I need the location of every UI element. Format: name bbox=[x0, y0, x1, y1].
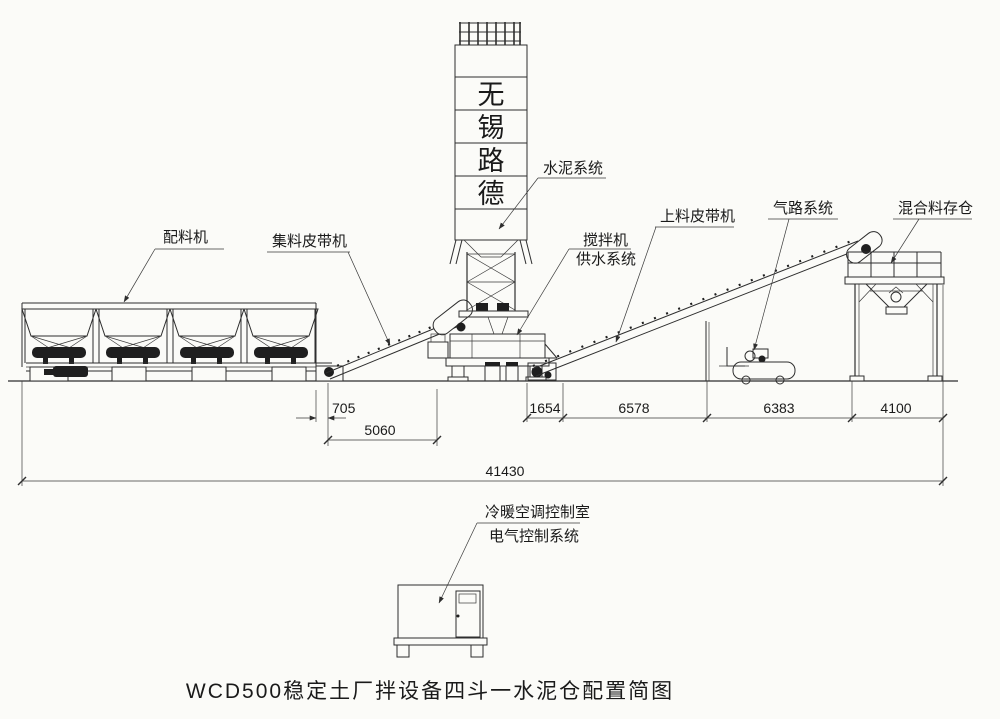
mixer-foot bbox=[447, 376, 469, 382]
diagram-title: WCD500稳定土厂拌设备四斗一水泥仓配置简图 bbox=[186, 680, 674, 703]
bin-hopper bbox=[865, 283, 928, 315]
batch-hopper-3 bbox=[169, 308, 245, 365]
label-mixer: 搅拌机 bbox=[583, 232, 628, 249]
silo-brand-char-4: 德 bbox=[478, 179, 505, 209]
mixer-pedestal bbox=[505, 365, 519, 382]
control-room-foot bbox=[470, 644, 484, 658]
water-pump-box bbox=[427, 341, 449, 359]
dim-1654: 1654 bbox=[529, 400, 560, 416]
callout-labels: 配料机 集料皮带机 水泥系统 搅拌机 供水系统 上料皮带机 气路系统 混合料存仓 bbox=[123, 160, 973, 351]
cement-screw-feeder bbox=[497, 303, 509, 311]
dim-5060: 5060 bbox=[364, 422, 395, 438]
dim-6383: 6383 bbox=[763, 400, 794, 416]
bin-valve bbox=[890, 291, 902, 303]
compressor-wheel bbox=[775, 375, 785, 385]
belt-drive-spout bbox=[44, 369, 54, 375]
control-room-cabin bbox=[397, 584, 484, 639]
silo-support-frame bbox=[466, 252, 516, 311]
mixer-pedestal bbox=[484, 365, 501, 382]
air-compressor bbox=[719, 347, 796, 385]
belt-pedestal bbox=[191, 366, 227, 382]
silo-brand-char-1: 无 bbox=[478, 80, 505, 110]
head-pulley bbox=[456, 322, 466, 332]
batching-machine bbox=[21, 302, 332, 382]
door-window bbox=[458, 593, 477, 604]
bin-foot bbox=[927, 375, 943, 382]
compressor-wheel bbox=[741, 375, 751, 385]
silo-top-railing bbox=[459, 22, 521, 45]
label-feeding-belt: 上料皮带机 bbox=[660, 208, 735, 225]
control-room: 冷暖空调控制室 电气控制系统 bbox=[393, 504, 590, 658]
silo-legs bbox=[449, 239, 533, 265]
dimension-set: 705 1654 6578 6383 4100 5060 41430 bbox=[17, 285, 948, 486]
label-batching-machine: 配料机 bbox=[163, 229, 208, 246]
dim-705: 705 bbox=[332, 400, 356, 416]
belt-pedestal bbox=[271, 366, 307, 382]
batch-hopper-4 bbox=[243, 308, 319, 365]
label-cement-system: 水泥系统 bbox=[543, 160, 603, 177]
feeder-tail-frame bbox=[527, 362, 557, 381]
cement-silo: 无 锡 路 德 bbox=[449, 22, 533, 311]
mixture-storage-bin bbox=[844, 251, 945, 382]
label-electrical-system: 电气控制系统 bbox=[489, 528, 579, 545]
batch-hopper-1 bbox=[21, 308, 97, 365]
label-control-room: 冷暖空调控制室 bbox=[485, 504, 590, 521]
dim-4100: 4100 bbox=[880, 400, 911, 416]
mixer-leg bbox=[451, 365, 465, 378]
belt-pedestal bbox=[111, 366, 147, 382]
cement-screw-feeder bbox=[476, 303, 488, 311]
control-room-base bbox=[393, 637, 488, 646]
dim-6578: 6578 bbox=[618, 400, 649, 416]
mixer-top-beam bbox=[458, 310, 529, 318]
silo-brand-char-2: 锡 bbox=[478, 113, 505, 143]
silo-brand-char-3: 路 bbox=[478, 146, 505, 176]
bin-foot bbox=[849, 375, 865, 382]
bin-discharge-gate bbox=[885, 306, 908, 315]
air-tank bbox=[732, 361, 796, 380]
aggregate-belt-conveyor bbox=[315, 299, 473, 382]
label-air-system: 气路系统 bbox=[773, 200, 833, 217]
batch-hopper-2 bbox=[95, 308, 171, 365]
feeding-belt-conveyor bbox=[527, 231, 883, 381]
mixer-body bbox=[449, 333, 546, 359]
label-storage-bin: 混合料存仓 bbox=[898, 200, 973, 217]
control-room-foot bbox=[396, 644, 410, 658]
door-knob bbox=[456, 614, 460, 618]
belt-drive-motor bbox=[53, 366, 88, 377]
dim-41430: 41430 bbox=[486, 463, 525, 479]
bin-platform bbox=[844, 276, 945, 285]
label-aggregate-belt: 集料皮带机 bbox=[272, 233, 347, 250]
control-room-door bbox=[455, 590, 481, 638]
label-water-system: 供水系统 bbox=[576, 251, 636, 268]
